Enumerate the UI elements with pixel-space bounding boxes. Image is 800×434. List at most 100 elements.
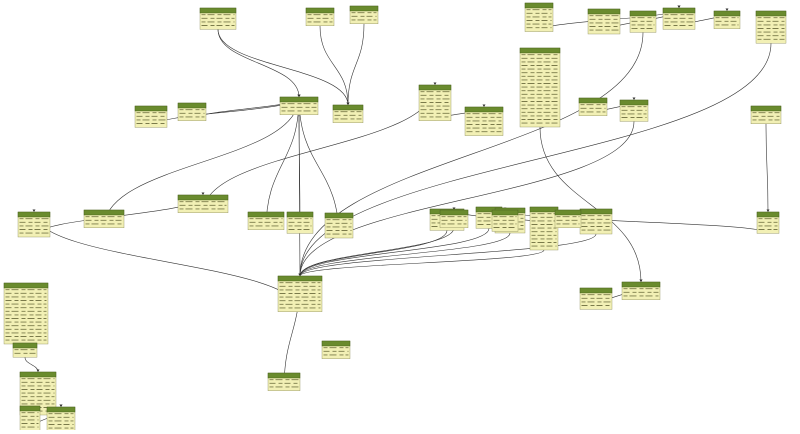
table-header <box>524 2 554 9</box>
table-header <box>439 209 469 216</box>
model-table[interactable] <box>750 105 782 124</box>
model-table[interactable] <box>529 206 559 251</box>
table-header <box>529 206 559 213</box>
relationship-edge <box>765 123 769 213</box>
table-header <box>83 209 125 216</box>
model-table[interactable] <box>349 5 379 24</box>
table-header <box>279 96 319 103</box>
model-table[interactable] <box>332 104 364 123</box>
table-header <box>554 209 582 216</box>
model-table[interactable] <box>439 209 469 228</box>
table-header <box>587 8 621 15</box>
model-table[interactable] <box>279 96 319 115</box>
table-header <box>46 406 76 413</box>
model-table[interactable] <box>324 212 354 239</box>
model-table[interactable] <box>83 209 125 228</box>
model-table[interactable] <box>267 372 301 391</box>
model-table[interactable] <box>579 208 613 235</box>
relationship-edge <box>299 121 635 277</box>
model-table[interactable] <box>621 281 661 300</box>
relationship-edge <box>202 84 436 213</box>
model-table[interactable] <box>579 287 613 310</box>
arrowhead <box>59 404 63 407</box>
arrowhead <box>725 8 729 11</box>
table-header <box>578 97 608 104</box>
table-header <box>418 84 452 91</box>
model-table[interactable] <box>578 97 608 116</box>
table-header <box>621 281 661 288</box>
model-table[interactable] <box>524 2 554 32</box>
model-table[interactable] <box>46 406 76 433</box>
model-table[interactable] <box>305 7 335 26</box>
relationship-edge <box>103 96 300 228</box>
table-header <box>713 10 741 17</box>
relationship-edge <box>299 32 644 277</box>
arrowhead <box>452 207 456 210</box>
arrowhead <box>32 209 36 212</box>
table-header <box>519 47 561 54</box>
relationship-edge <box>265 96 300 230</box>
model-table[interactable] <box>177 102 207 121</box>
model-table[interactable] <box>134 105 168 128</box>
model-table[interactable] <box>554 209 582 228</box>
model-table[interactable] <box>286 211 314 234</box>
relationship-edge <box>299 232 511 277</box>
arrowhead <box>632 97 636 100</box>
table-header <box>17 211 51 218</box>
table-header <box>756 211 780 218</box>
model-table[interactable] <box>587 8 621 35</box>
model-table[interactable] <box>247 211 285 230</box>
table-header <box>619 99 649 106</box>
model-table[interactable] <box>177 194 229 213</box>
model-table[interactable] <box>277 275 323 312</box>
table-header <box>134 105 168 112</box>
model-table[interactable] <box>519 47 561 128</box>
arrowhead <box>677 5 681 8</box>
relationship-edge <box>299 228 490 277</box>
table-header <box>12 342 38 349</box>
table-body <box>3 282 49 345</box>
model-table[interactable] <box>199 7 237 30</box>
table-header <box>332 104 364 111</box>
table-body <box>755 10 787 44</box>
model-table[interactable] <box>491 209 519 232</box>
table-header <box>579 208 613 215</box>
relationship-edge <box>298 114 301 277</box>
table-header <box>321 340 351 347</box>
arrowhead <box>36 369 40 372</box>
arrowhead <box>639 279 643 282</box>
table-header <box>662 7 696 14</box>
table-header <box>286 211 314 218</box>
table-header <box>3 282 49 289</box>
model-table[interactable] <box>19 405 41 432</box>
table-header <box>177 102 207 109</box>
relationship-lines <box>23 5 772 432</box>
model-table[interactable] <box>12 342 38 358</box>
table-header <box>464 106 504 113</box>
table-header <box>277 275 323 282</box>
arrowhead <box>201 192 205 195</box>
model-table[interactable] <box>17 211 51 238</box>
model-table[interactable] <box>619 99 649 122</box>
model-table[interactable] <box>756 211 780 234</box>
relationship-edge <box>319 25 349 106</box>
model-table[interactable] <box>755 10 787 44</box>
model-table[interactable] <box>321 340 351 359</box>
relationship-edge <box>150 96 300 128</box>
table-header <box>177 194 229 201</box>
relationship-edge <box>217 29 300 98</box>
model-table[interactable] <box>3 282 49 345</box>
model-table[interactable] <box>662 7 696 30</box>
relationship-edge <box>539 126 642 283</box>
model-table[interactable] <box>464 106 504 136</box>
model-table[interactable] <box>713 10 741 29</box>
model-tables <box>3 2 787 433</box>
table-header <box>19 371 57 378</box>
model-table[interactable] <box>629 10 657 33</box>
table-header <box>349 5 379 12</box>
table-header <box>19 405 41 412</box>
table-header <box>579 287 613 294</box>
model-table[interactable] <box>418 84 452 121</box>
